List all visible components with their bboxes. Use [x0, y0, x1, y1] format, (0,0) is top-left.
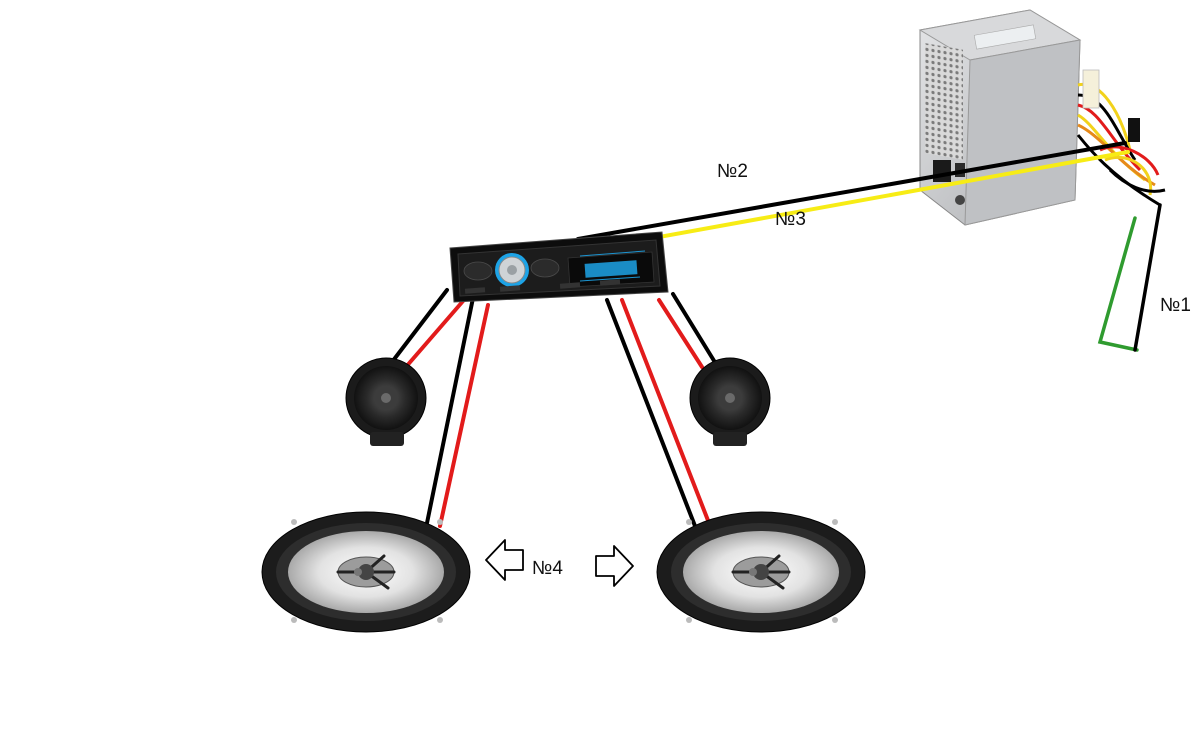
wires: [390, 141, 1162, 528]
psu-connector: [1082, 69, 1100, 109]
psu-connector: [1128, 118, 1140, 142]
wire-3-yellow: [613, 150, 1130, 247]
tweeter-right: [689, 357, 771, 446]
label-n1: №1: [1160, 295, 1191, 316]
psu-fan-grille: [925, 43, 963, 160]
label-n3: №3: [775, 209, 806, 230]
psu-sticker: [973, 24, 1037, 50]
label-n2: №2: [717, 161, 748, 182]
wire-1-green: [1097, 216, 1139, 352]
wire-tweeter-left-red: [403, 291, 472, 370]
arrow-left-icon: [485, 539, 524, 581]
wire-oval-right-red: [620, 298, 711, 525]
oval-speaker-left: [261, 511, 471, 633]
wire-oval-left-black: [425, 296, 475, 525]
wire-oval-right-black: [605, 298, 697, 528]
oval-speaker-right: [656, 511, 866, 633]
wire-oval-left-red: [438, 303, 490, 528]
label-n4: №4: [532, 558, 563, 579]
wire-1-black: [1133, 203, 1162, 352]
power-supply: [918, 9, 1166, 226]
tweeter-left: [345, 357, 427, 446]
wire-2-black: [576, 141, 1127, 241]
psu-socket: [933, 160, 951, 182]
wire-tweeter-right-red: [657, 298, 704, 369]
arrow-right-icon: [595, 545, 634, 587]
wire-tweeter-left-black: [390, 288, 449, 364]
wire-tweeter-right-black: [671, 292, 718, 366]
car-radio: [449, 231, 669, 303]
